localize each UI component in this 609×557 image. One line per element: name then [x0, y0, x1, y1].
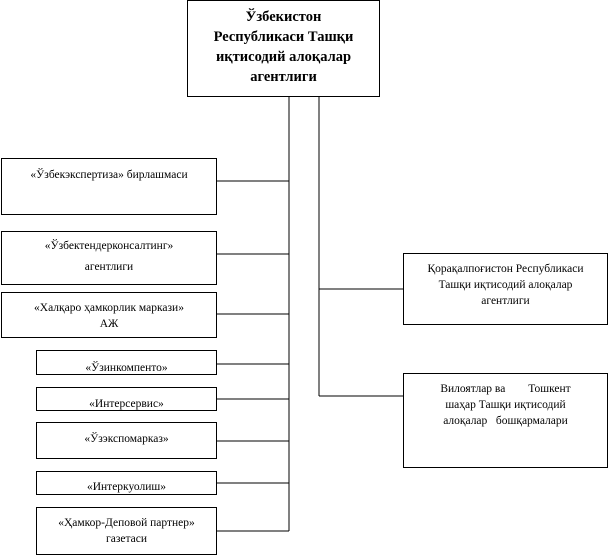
box-label: агентлиги — [84, 261, 134, 273]
root-agency-box: Ўзбекистон Республикаси Ташқи иқтисодий … — [187, 0, 380, 97]
box-label: «Халқаро ҳамкорлик маркази» — [34, 302, 184, 314]
interservis-box: «Интерсервис» — [36, 387, 217, 411]
box-label: «Интеркуолиш» — [86, 481, 167, 493]
regional-departments-box: Вилоятлар ва Тошкент шаҳар Ташқи иқтисод… — [403, 373, 608, 468]
uzbektenderkonsalting-box: «Ўзбектендерконсалтинг» агентлиги — [1, 231, 217, 285]
box-label: «Ҳамкор-Деповой партнер» — [58, 517, 195, 529]
box-label: агентлиги — [481, 295, 530, 307]
box-label: «Ўзбекэкспертиза» бирлашмаси — [30, 169, 188, 181]
box-label: «Ўзинкомпенто» — [85, 362, 168, 374]
box-label: шаҳар Ташқи иқтисодий — [445, 399, 566, 411]
root-line-3: иқтисодий алоқалар — [215, 49, 352, 65]
karakalpakstan-agency-box: Қорақалпоғистон Республикаси Ташқи иқтис… — [403, 253, 608, 325]
box-label: алоқалар бошқармалари — [443, 415, 568, 427]
root-line-2: Республикаси Ташқи — [213, 29, 354, 45]
box-label: Вилоятлар ва Тошкент — [440, 383, 571, 395]
box-label: АЖ — [99, 318, 119, 330]
xalqaro-hamkorlik-box: «Халқаро ҳамкорлик маркази» АЖ — [1, 292, 217, 338]
box-label: Қорақалпоғистон Республикаси — [427, 263, 584, 275]
box-label: «Ўзбектендерконсалтинг» — [44, 240, 174, 252]
uzbekekspertiza-box: «Ўзбекэкспертиза» бирлашмаси — [1, 158, 217, 215]
box-label: Ташқи иқтисодий алоқалар — [438, 279, 573, 291]
uzekspomarkaz-box: «Ўзэкспомарказ» — [36, 422, 217, 459]
uzinkompento-box: «Ўзинкомпенто» — [36, 350, 217, 375]
root-line-4: агентлиги — [250, 69, 317, 85]
box-label: «Интерсервис» — [89, 398, 164, 410]
box-label: «Ўзэкспомарказ» — [84, 433, 169, 445]
box-label: газетаси — [106, 533, 147, 545]
interkuolish-box: «Интеркуолиш» — [36, 471, 217, 495]
root-line-1: Ўзбекистон — [245, 9, 322, 25]
hamkor-newspaper-box: «Ҳамкор-Деповой партнер» газетаси — [36, 507, 217, 555]
